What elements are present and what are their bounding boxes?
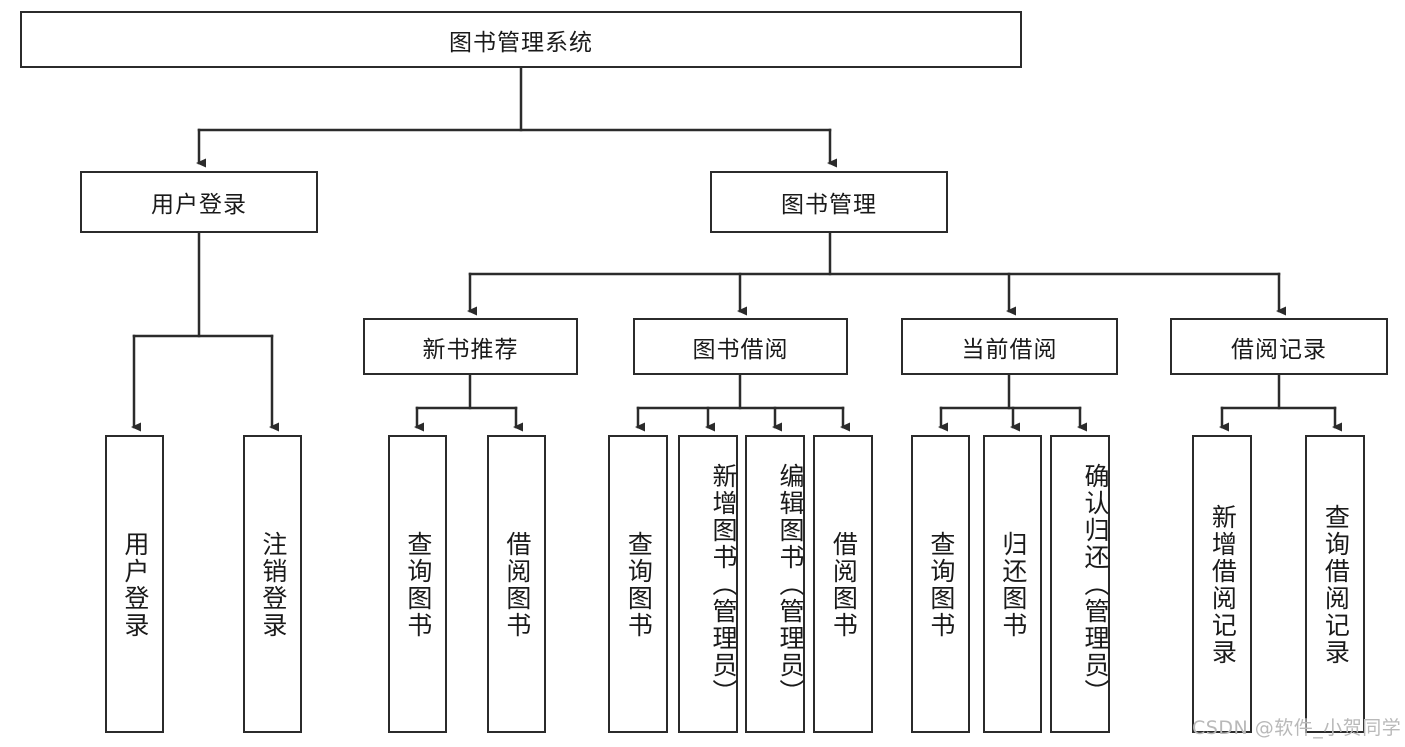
node-leaf-edit-book-admin[interactable]: 编辑图书（管理员） <box>745 435 805 733</box>
node-new-book-recommend[interactable]: 新书推荐 <box>363 318 578 375</box>
node-leaf-add-book-admin[interactable]: 新增图书（管理员） <box>678 435 738 733</box>
node-leaf-user-login[interactable]: 用户登录 <box>105 435 164 733</box>
node-leaf-query-borrow-record[interactable]: 查询借阅记录 <box>1305 435 1365 733</box>
node-book-manage[interactable]: 图书管理 <box>710 171 948 233</box>
node-borrow-record-label: 借阅记录 <box>1231 336 1327 363</box>
node-root[interactable]: 图书管理系统 <box>20 11 1022 68</box>
node-leaf-query-book-3-label: 查询图书 <box>926 531 956 639</box>
node-leaf-logout[interactable]: 注销登录 <box>243 435 302 733</box>
node-book-borrow[interactable]: 图书借阅 <box>633 318 848 375</box>
node-user-login[interactable]: 用户登录 <box>80 171 318 233</box>
node-leaf-borrow-book-2-label: 借阅图书 <box>829 531 859 639</box>
csdn-watermark: CSDN @软件_小贺同学 <box>1192 717 1402 739</box>
node-current-borrow[interactable]: 当前借阅 <box>901 318 1118 375</box>
node-leaf-add-book-admin-label: 新增图书（管理员） <box>709 463 738 706</box>
node-leaf-add-borrow-record[interactable]: 新增借阅记录 <box>1192 435 1252 733</box>
node-leaf-user-login-label: 用户登录 <box>120 531 150 639</box>
node-new-book-recommend-label: 新书推荐 <box>422 336 519 363</box>
node-user-login-label: 用户登录 <box>151 192 247 218</box>
node-leaf-confirm-return-admin[interactable]: 确认归还（管理员） <box>1050 435 1110 733</box>
node-leaf-query-book-1-label: 查询图书 <box>403 531 433 639</box>
node-current-borrow-label: 当前借阅 <box>961 336 1058 363</box>
node-leaf-borrow-book-1[interactable]: 借阅图书 <box>487 435 546 733</box>
node-leaf-return-book[interactable]: 归还图书 <box>983 435 1042 733</box>
node-book-manage-label: 图书管理 <box>781 192 877 218</box>
node-leaf-query-book-1[interactable]: 查询图书 <box>388 435 447 733</box>
node-leaf-query-book-2[interactable]: 查询图书 <box>608 435 668 733</box>
node-leaf-borrow-book-2[interactable]: 借阅图书 <box>813 435 873 733</box>
node-leaf-return-book-label: 归还图书 <box>998 531 1028 639</box>
node-leaf-confirm-return-admin-label: 确认归还（管理员） <box>1081 463 1110 706</box>
node-leaf-query-book-2-label: 查询图书 <box>624 531 654 639</box>
node-leaf-borrow-book-1-label: 借阅图书 <box>502 531 532 639</box>
node-leaf-add-borrow-record-label: 新增借阅记录 <box>1208 504 1238 666</box>
node-leaf-logout-label: 注销登录 <box>258 531 288 639</box>
node-book-borrow-label: 图书借阅 <box>692 336 789 363</box>
node-borrow-record[interactable]: 借阅记录 <box>1170 318 1388 375</box>
node-root-label: 图书管理系统 <box>449 29 593 56</box>
node-leaf-query-book-3[interactable]: 查询图书 <box>911 435 970 733</box>
node-leaf-edit-book-admin-label: 编辑图书（管理员） <box>776 463 805 706</box>
node-leaf-query-borrow-record-label: 查询借阅记录 <box>1321 504 1351 666</box>
